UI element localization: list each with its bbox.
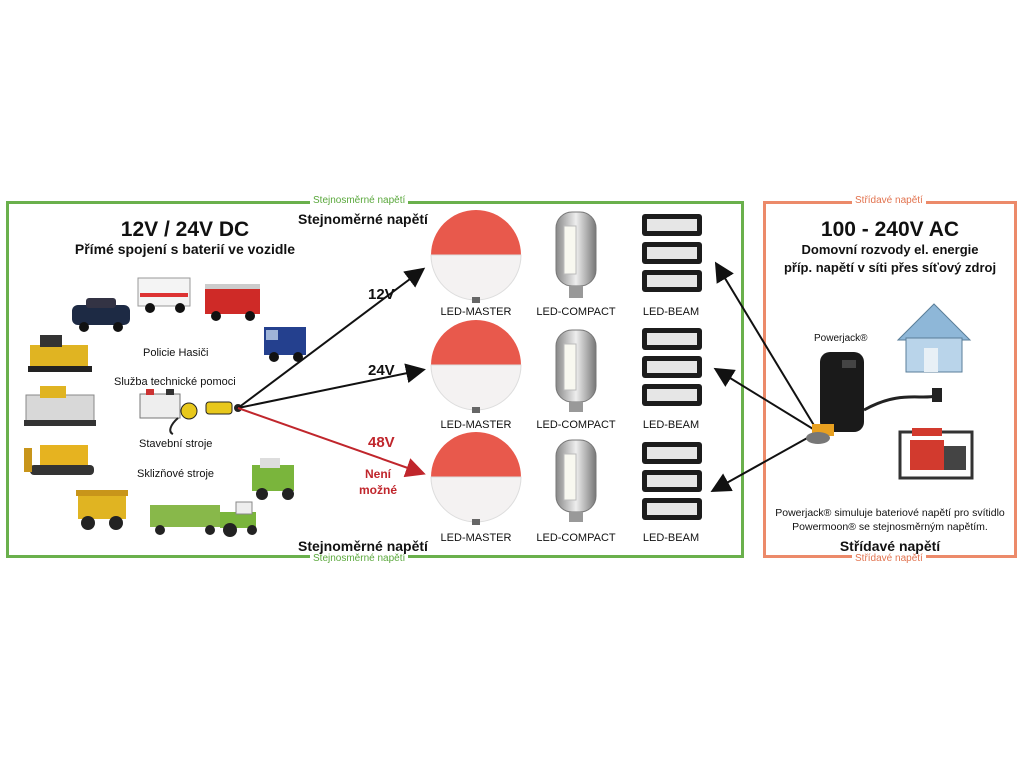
led-compact-lamp-row2 — [555, 329, 597, 412]
dc-heading-bottom: Stejnoměrné napětí — [298, 538, 428, 554]
not-possible-label: Není možné — [356, 466, 400, 498]
lamp-label-beam-3: LED-BEAM — [642, 532, 700, 544]
dc-heading-top: Stejnoměrné napětí — [298, 211, 428, 227]
ac-frame-label-top: Střídavé napětí — [852, 195, 926, 206]
ac-note-line2: Powermoon® se stejnosměrným napětím. — [792, 521, 988, 533]
ac-bottom-heading: Střídavé napětí — [839, 538, 941, 554]
ac-subtitle-1: Domovní rozvody el. energie — [801, 242, 979, 257]
label-technical-service: Služba technické pomoci — [114, 376, 236, 388]
led-master-lamp-row1 — [430, 210, 522, 303]
led-master-lamp-row2 — [430, 320, 522, 413]
lamp-label-beam-2: LED-BEAM — [642, 419, 700, 431]
dc-frame-label-top: Stejnosměrné napětí — [310, 195, 409, 206]
label-construction: Stavební stroje — [139, 438, 213, 450]
fire-truck-icon — [205, 284, 260, 321]
ac-subtitle-2: příp. napětí v síti přes síťový zdroj — [783, 260, 997, 275]
powerjack-label: Powerjack® — [814, 333, 868, 344]
led-compact-lamp-row1 — [555, 211, 597, 298]
dump-truck-icon — [76, 490, 128, 530]
ac-note: Powerjack® simuluje bateriové napětí pro… — [766, 506, 1014, 534]
arrow-ac-row1 — [714, 261, 819, 433]
dc-subtitle: Přímé spojení s baterií ve vozidle — [74, 241, 296, 257]
dc-title: 12V / 24V DC — [120, 218, 250, 241]
voltage-12v-label: 12V — [368, 286, 395, 303]
lamp-label-compact-2: LED-COMPACT — [536, 419, 616, 431]
voltage-24v-label: 24V — [368, 362, 395, 379]
lamp-label-compact-1: LED-COMPACT — [536, 306, 616, 318]
label-harvest: Sklizňové stroje — [137, 468, 215, 480]
voltage-48v-label: 48V — [368, 434, 395, 451]
forage-harvester-icon — [252, 458, 294, 500]
bulldozer-icon — [24, 445, 94, 475]
powerjack-icon — [806, 352, 942, 444]
milling-machine-icon — [24, 386, 96, 426]
label-police-fire: Policie Hasiči — [143, 347, 209, 359]
arrow-ac-row2 — [713, 367, 819, 433]
led-beam-lamp-row1 — [642, 214, 702, 292]
ambulance-icon — [137, 277, 191, 313]
not-possible-line2: možné — [358, 483, 397, 497]
lamp-label-compact-3: LED-COMPACT — [536, 532, 616, 544]
paver-machine-icon — [28, 335, 92, 372]
arrow-24v — [237, 363, 426, 409]
house-icon — [896, 303, 972, 373]
generator-icon — [898, 428, 974, 480]
ac-frame-label-bottom: Střídavé napětí — [852, 553, 926, 564]
arrow-ac-row3 — [710, 431, 819, 492]
tractor-trailer-icon — [150, 501, 257, 537]
led-beam-lamp-row2 — [642, 328, 702, 406]
ac-title: 100 - 240V AC — [820, 218, 960, 241]
lamp-label-beam-1: LED-BEAM — [642, 306, 700, 318]
rescue-truck-icon — [264, 327, 306, 362]
ac-note-line1: Powerjack® simuluje bateriové napětí pro… — [775, 507, 1005, 519]
led-compact-lamp-row3 — [555, 439, 597, 522]
not-possible-line1: Není — [364, 467, 391, 481]
lamp-label-master-1: LED-MASTER — [440, 306, 512, 318]
led-master-lamp-row3 — [430, 432, 522, 525]
dc-frame-label-bottom: Stejnosměrné napětí — [310, 553, 409, 564]
lamp-label-master-2: LED-MASTER — [440, 419, 512, 431]
led-beam-lamp-row3 — [642, 442, 702, 520]
arrow-12v — [237, 267, 426, 409]
police-car-icon — [72, 298, 130, 332]
lamp-label-master-3: LED-MASTER — [440, 532, 512, 544]
battery-icon — [139, 389, 181, 419]
arrow-48v — [237, 407, 426, 478]
socket-plug-icon — [169, 401, 242, 435]
